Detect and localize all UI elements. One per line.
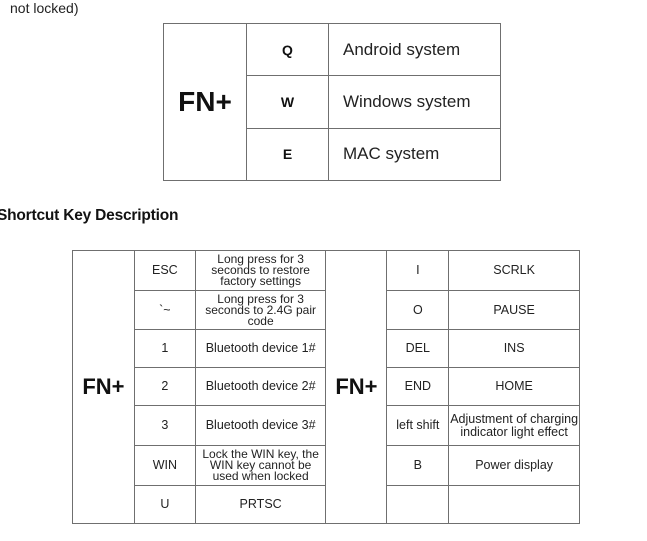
key-cell: END [386, 367, 450, 406]
table-row: W Windows system [164, 75, 501, 129]
key-cell: E [246, 127, 329, 182]
desc-cell: PAUSE [448, 290, 580, 330]
desc-cell: Android system [328, 22, 501, 77]
table-row: 1 Bluetooth device 1# DEL INS [73, 329, 580, 368]
key-cell [386, 485, 450, 524]
table-row: 3 Bluetooth device 3# left shift Adjustm… [73, 405, 580, 446]
desc-cell: Windows system [328, 75, 501, 129]
key-cell: WIN [133, 445, 196, 486]
key-cell: O [386, 290, 450, 330]
key-cell: `~ [133, 290, 196, 330]
key-cell: left shift [386, 405, 450, 446]
desc-cell: Long press for 3 seconds to restore fact… [194, 250, 327, 291]
key-cell: W [246, 75, 329, 129]
key-cell: 2 [133, 367, 196, 406]
key-cell: 3 [133, 405, 196, 446]
desc-cell: Bluetooth device 3# [194, 405, 327, 446]
fn-label-left: FN+ [72, 250, 135, 524]
key-cell: 1 [133, 329, 196, 368]
desc-cell: Bluetooth device 1# [194, 329, 327, 368]
desc-cell: Bluetooth device 2# [194, 367, 327, 406]
desc-cell: Long press for 3 seconds to 2.4G pair co… [194, 290, 327, 330]
key-cell: ESC [133, 250, 196, 291]
desc-cell [448, 485, 580, 524]
key-cell: U [133, 485, 196, 524]
key-cell: DEL [386, 329, 450, 368]
desc-cell: Adjustment of charging indicator light e… [448, 405, 580, 446]
key-cell: B [386, 445, 450, 486]
table-row: E MAC system [164, 127, 501, 182]
key-cell: I [386, 250, 450, 291]
desc-cell: INS [448, 329, 580, 368]
desc-cell: SCRLK [448, 250, 580, 291]
table-row: `~ Long press for 3 seconds to 2.4G pair… [73, 290, 580, 330]
table-row: U PRTSC [73, 485, 580, 524]
desc-cell: HOME [448, 367, 580, 406]
desc-cell: PRTSC [194, 485, 327, 524]
section-title: Shortcut Key Description [0, 207, 179, 224]
os-shortcut-table: FN+ Q Android system W Windows system E … [163, 22, 501, 182]
desc-cell: Power display [448, 445, 580, 486]
desc-cell: Lock the WIN key, the WIN key cannot be … [194, 445, 327, 486]
fn-label-right: FN+ [325, 250, 388, 524]
desc-cell: MAC system [328, 127, 501, 182]
table-row: FN+ ESC Long press for 3 seconds to rest… [72, 250, 580, 524]
fn-label: FN+ [163, 23, 247, 181]
table-row: FN+ Q Android system [163, 22, 501, 181]
top-note: not locked) [10, 0, 79, 16]
shortcut-key-table: FN+ ESC Long press for 3 seconds to rest… [72, 250, 580, 524]
key-cell: Q [246, 22, 329, 77]
